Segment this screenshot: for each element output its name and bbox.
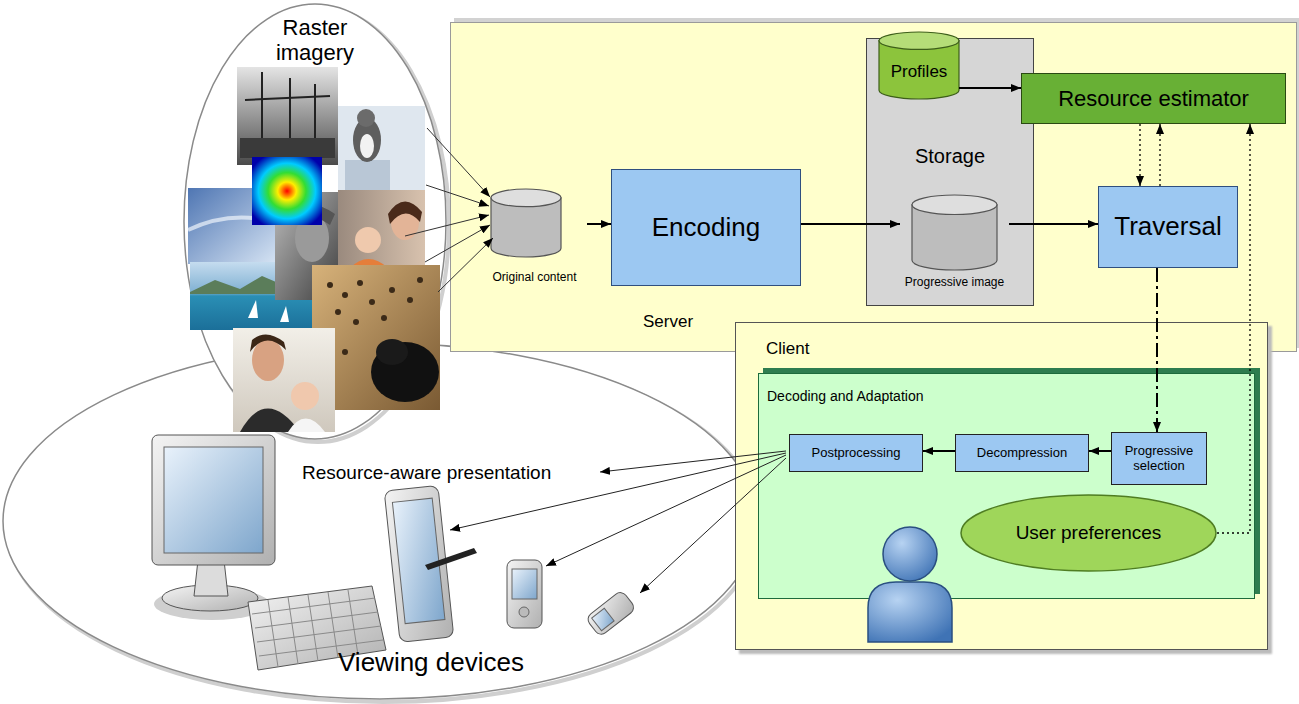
node-label: Decoding and Adaptation (767, 388, 1027, 404)
client-region: ClientDecoding and AdaptationPostprocess… (735, 322, 1268, 650)
node-label: Encoding (648, 213, 764, 243)
label-slot: Original content (472, 271, 597, 285)
label-slot: Client (766, 339, 866, 359)
node-label: Original content (472, 271, 597, 285)
node-label: Raster imagery (255, 15, 375, 66)
node-label: Traversal (1110, 212, 1225, 242)
adaptation-region: Decoding and AdaptationPostprocessing Dec… (758, 373, 1255, 599)
database-cylinder: Progressive image (900, 195, 1009, 294)
label-slot: Decoding and Adaptation (767, 388, 1027, 404)
estimator-box: Resource estimator (1021, 73, 1286, 124)
database-cylinder: Original content (482, 189, 587, 291)
process-box: Postprocessing (789, 434, 923, 472)
label-slot: Progressive image (880, 276, 1029, 290)
preferences-ellipse: User preferences (960, 494, 1217, 572)
node-label: Client (766, 339, 866, 359)
node-label: Decompression (973, 446, 1071, 461)
node-label: Viewing devices (338, 648, 598, 678)
node-label: Server (643, 312, 733, 332)
storage-box: Storage ProfilesProgressive image (866, 38, 1034, 306)
process-box: Traversal (1098, 186, 1238, 268)
label-slot: Server (643, 312, 733, 332)
label-slot: Profiles (874, 62, 964, 82)
node-label: Storage (867, 145, 1033, 168)
label-slot: Viewing devices (338, 648, 598, 678)
node-label: Profiles (874, 62, 964, 82)
process-box: Encoding (611, 169, 801, 286)
process-box: Decompression (955, 434, 1089, 472)
node-label: Progressive selection (1112, 444, 1206, 474)
image-collection: Raster imagery (183, 3, 447, 440)
label-slot: Resource-aware presentation (302, 462, 642, 484)
database-cylinder: Profiles (879, 32, 959, 99)
process-box: Progressive selection (1111, 432, 1207, 485)
server-region: ServerOriginal contentEncodingStoragePro… (450, 22, 1297, 352)
label-slot: Raster imagery (255, 15, 375, 66)
node-label: Resource estimator (1054, 86, 1253, 111)
node-label: User preferences (1012, 522, 1166, 544)
label-slot: Storage (867, 145, 1033, 168)
node-label: Resource-aware presentation (302, 462, 642, 484)
node-label: Progressive image (880, 276, 1029, 290)
node-label: Postprocessing (808, 446, 905, 461)
node-outline (183, 3, 447, 440)
